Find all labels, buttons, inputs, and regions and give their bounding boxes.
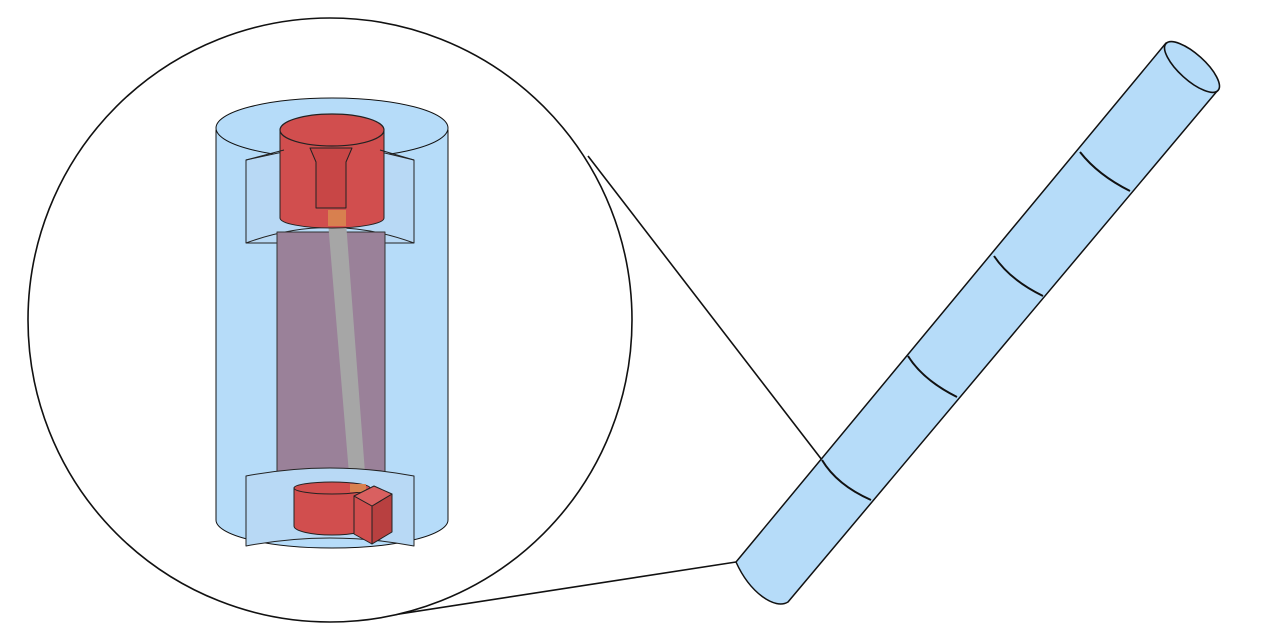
rod-joint-3	[907, 355, 958, 398]
rod-top-cap	[1163, 40, 1221, 94]
top-fiber-joint	[328, 210, 346, 226]
top-core-cap	[279, 113, 385, 147]
inner-channel	[276, 231, 386, 495]
segmented-rod	[735, 40, 1221, 605]
bottom-fiber-joint	[350, 484, 366, 492]
bottom-notch-outline	[245, 476, 415, 546]
zoom-connector-lower	[359, 561, 737, 621]
top-core-slot	[309, 147, 353, 209]
magnified-segment	[215, 97, 449, 549]
top-notch-outline	[245, 149, 415, 243]
connector-block-top	[353, 485, 393, 507]
rod-body	[735, 42, 1219, 605]
rod-joint-4	[821, 459, 872, 501]
rod-joint-1	[1079, 151, 1131, 192]
zoom-connector-upper	[587, 155, 823, 461]
rod-segment-joints	[821, 151, 1131, 501]
rod-joint-2	[993, 255, 1044, 297]
optical-fiber	[328, 222, 366, 486]
